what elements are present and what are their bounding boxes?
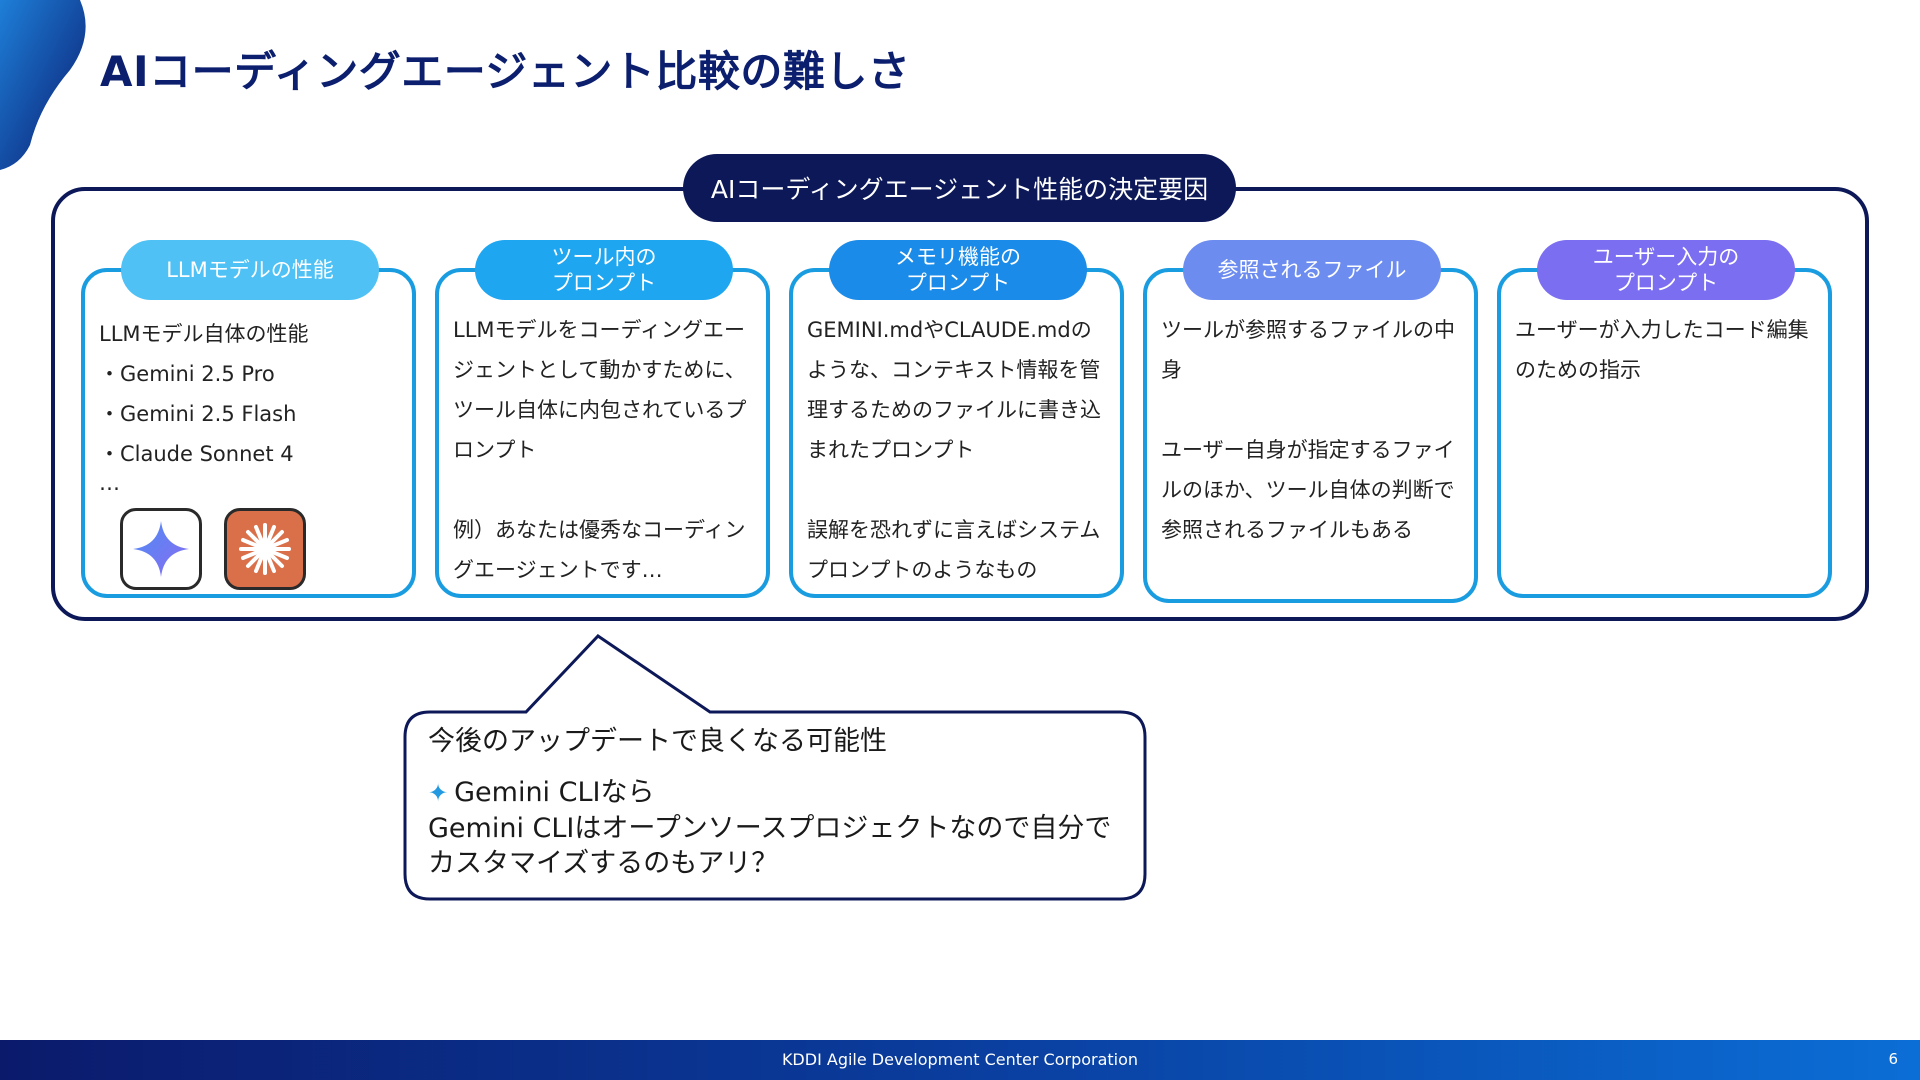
card-user-prompt: ユーザー入力の プロンプト ユーザーが入力したコード編集のための指示 bbox=[1497, 240, 1832, 598]
page-title: AIコーディングエージェント比較の難しさ bbox=[100, 47, 911, 96]
card-pill-referenced-files: 参照されるファイル bbox=[1183, 240, 1441, 300]
card-llm-intro: LLMモデル自体の性能 bbox=[99, 322, 309, 346]
corner-decoration bbox=[0, 0, 86, 170]
card-memory-prompt-note: 誤解を恐れずに言えばシステムプロンプトのようなもの bbox=[807, 518, 1101, 582]
model-list: ・Gemini 2.5 Pro ・Gemini 2.5 Flash ・Claud… bbox=[99, 354, 402, 474]
card-memory-prompt: メモリ機能の プロンプト GEMINI.mdやCLAUDE.mdのような、コンテ… bbox=[789, 240, 1124, 598]
card-memory-prompt-text: GEMINI.mdやCLAUDE.mdのような、コンテキスト情報を管理するための… bbox=[807, 318, 1101, 462]
model-logos bbox=[120, 508, 306, 590]
footer-company: KDDI Agile Development Center Corporatio… bbox=[781, 1050, 1139, 1069]
card-user-prompt-text: ユーザーが入力したコード編集のための指示 bbox=[1515, 318, 1809, 382]
list-item: ・Gemini 2.5 Pro bbox=[99, 362, 275, 386]
list-item: ・Gemini 2.5 Flash bbox=[99, 402, 297, 426]
list-item: ・Claude Sonnet 4 bbox=[99, 442, 294, 466]
callout-line-gemini: Gemini CLIなら bbox=[454, 777, 655, 808]
card-pill-llm-model: LLMモデルの性能 bbox=[121, 240, 379, 300]
callout-heading: 今後のアップデートで良くなる可能性 bbox=[428, 726, 887, 757]
more-ellipsis: … bbox=[99, 471, 120, 495]
card-referenced-files-text: ツールが参照するファイルの中身 bbox=[1161, 318, 1455, 382]
card-tool-prompt: ツール内の プロンプト LLMモデルをコーディングエージェントとして動かすために… bbox=[435, 240, 770, 598]
card-tool-prompt-text: LLMモデルをコーディングエージェントとして動かすために、ツール自体に内包されて… bbox=[453, 318, 747, 462]
update-callout: 今後のアップデートで良くなる可能性 ✦Gemini CLIなら Gemini C… bbox=[400, 632, 1150, 904]
card-referenced-files: 参照されるファイル ツールが参照するファイルの中身 ユーザー自身が指定するファイ… bbox=[1143, 240, 1478, 603]
card-pill-user-prompt: ユーザー入力の プロンプト bbox=[1537, 240, 1795, 300]
gemini-sparkle-icon bbox=[120, 508, 202, 590]
sparkle-icon: ✦ bbox=[428, 779, 449, 807]
card-tool-prompt-example: 例）あなたは優秀なコーディングエージェントです… bbox=[453, 518, 746, 582]
card-referenced-files-note: ユーザー自身が指定するファイルのほか、ツール自体の判断で参照されるファイルもある bbox=[1161, 438, 1455, 542]
footer-bar: KDDI Agile Development Center Corporatio… bbox=[0, 1040, 1920, 1080]
callout-bubble-shape bbox=[403, 634, 1147, 901]
card-llm-model: LLMモデルの性能 LLMモデル自体の性能 ・Gemini 2.5 Pro ・G… bbox=[81, 240, 416, 598]
card-pill-tool-prompt: ツール内の プロンプト bbox=[475, 240, 733, 300]
page-number: 6 bbox=[1888, 1050, 1898, 1068]
factors-frame-title: AIコーディングエージェント性能の決定要因 bbox=[683, 154, 1236, 222]
card-pill-memory-prompt: メモリ機能の プロンプト bbox=[829, 240, 1087, 300]
callout-line-customize: Gemini CLIはオープンソースプロジェクトなので自分でカスタマイズするのも… bbox=[428, 813, 1112, 879]
claude-burst-icon bbox=[224, 508, 306, 590]
